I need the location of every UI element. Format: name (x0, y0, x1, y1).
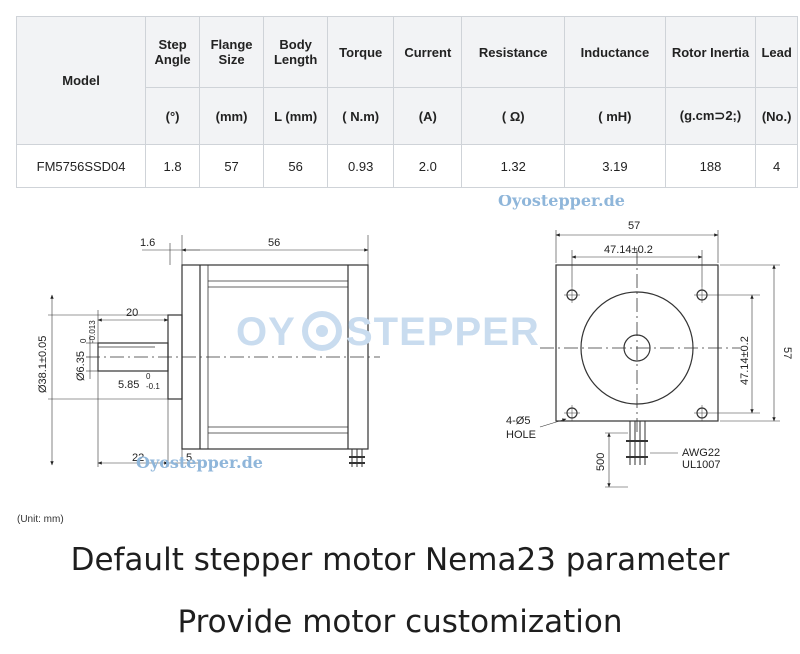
front-hole-crosshairs (564, 287, 710, 421)
unit-note: (Unit: mm) (17, 514, 64, 525)
gear-icon (302, 311, 342, 351)
header-lead: Lead (755, 16, 798, 88)
header-inductance: Inductance (564, 16, 666, 88)
cell-current: 2.0 (393, 144, 463, 188)
unit-resistance: ( Ω) (461, 87, 566, 145)
cell-lead: 4 (755, 144, 798, 188)
side-body-steps (208, 280, 348, 434)
front-cable-sleeve (626, 440, 648, 458)
leader-hole (539, 418, 567, 428)
unit-flange-size: (mm) (199, 87, 265, 145)
label-flange-thickness: 1.6 (140, 237, 155, 249)
unit-torque: ( N.m) (327, 87, 395, 145)
cell-body-length: 56 (263, 144, 329, 188)
cell-inductance: 3.19 (564, 144, 666, 188)
unit-body-length: L (mm) (263, 87, 329, 145)
label-pilot-dia: Ø38.1±0.05 (37, 336, 49, 393)
header-rotor-inertia: Rotor Inertia (664, 16, 757, 88)
watermark-top: Oyostepper.de (498, 195, 625, 210)
cell-flange-size: 57 (199, 144, 265, 188)
label-wire-type: UL1007 (682, 459, 721, 471)
watermark-bottom: Oyostepper.de (136, 453, 263, 472)
cell-model: FM5756SSD04 (15, 144, 147, 188)
header-model: Model (15, 16, 147, 145)
unit-inductance: ( mH) (564, 87, 666, 145)
unit-step-angle: (°) (145, 87, 201, 145)
dimension-drawing: 1.6 56 20 Ø38.1±0.05 Ø6.35 0 -0.013 5.85… (0, 195, 800, 535)
label-hole-spacing-v: 47.14±0.2 (739, 336, 751, 385)
header-step-angle: Step Angle (145, 16, 201, 88)
watermark-logo: OY STEPPER (236, 310, 540, 354)
cell-resistance: 1.32 (461, 144, 566, 188)
label-front-flange: 57 (628, 220, 640, 232)
front-view (539, 230, 780, 488)
caption-line-1: Default stepper motor Nema23 parameter (70, 542, 730, 578)
label-flat-depth: 5.85 (118, 379, 139, 391)
side-view (48, 235, 380, 467)
header-flange-size: Flange Size (199, 16, 265, 88)
drawing-svg: 1.6 56 20 Ø38.1±0.05 Ø6.35 0 -0.013 5.85… (37, 195, 793, 488)
label-body-length: 56 (268, 237, 280, 249)
label-holes-2: HOLE (506, 429, 536, 441)
caption-line-2: Provide motor customization (177, 604, 623, 640)
header-body-length: Body Length (263, 16, 329, 88)
watermark-logo-left: OY (236, 310, 296, 354)
label-flat-tol-down: -0.1 (146, 382, 160, 391)
unit-lead: (No.) (755, 87, 798, 145)
spec-table: Model Step Angle Flange Size Body Length… (15, 16, 798, 188)
side-cable-sleeve (349, 456, 365, 464)
table-row: FM5756SSD04 1.8 57 56 0.93 2.0 1.32 3.19… (15, 144, 798, 188)
label-shaft-flat: 20 (126, 307, 138, 319)
label-flange-v: 57 (781, 347, 793, 359)
table-header-row: Model Step Angle Flange Size Body Length… (15, 16, 798, 145)
label-shaft-tol-down: -0.013 (88, 320, 97, 343)
label-boss-length: 5 (186, 452, 192, 464)
header-step-angle-text: Step Angle (154, 37, 191, 67)
label-shaft-tol-up: 0 (79, 338, 88, 343)
header-resistance: Resistance (461, 16, 566, 88)
unit-rotor-inertia: (g.cm⊃2;) (664, 87, 757, 145)
cell-step-angle: 1.8 (145, 144, 201, 188)
cell-rotor-inertia: 188 (664, 144, 757, 188)
watermark-logo-right: STEPPER (346, 310, 540, 354)
label-wire-gauge: AWG22 (682, 447, 720, 459)
label-holes: 4-Ø5 (506, 415, 530, 427)
label-lead-length: 500 (595, 453, 607, 471)
unit-current: (A) (393, 87, 463, 145)
label-hole-spacing-h: 47.14±0.2 (604, 244, 653, 256)
table-units-row: (°) (mm) L (mm) ( N.m) (A) ( Ω) ( mH) (g… (17, 87, 798, 145)
front-cable (629, 421, 646, 465)
label-shaft-length: 22 (132, 452, 144, 464)
header-torque: Torque (327, 16, 395, 88)
label-shaft-dia: Ø6.35 (75, 351, 87, 381)
label-flat-tol-up: 0 (146, 372, 151, 381)
cell-torque: 0.93 (327, 144, 395, 188)
header-current: Current (393, 16, 463, 88)
